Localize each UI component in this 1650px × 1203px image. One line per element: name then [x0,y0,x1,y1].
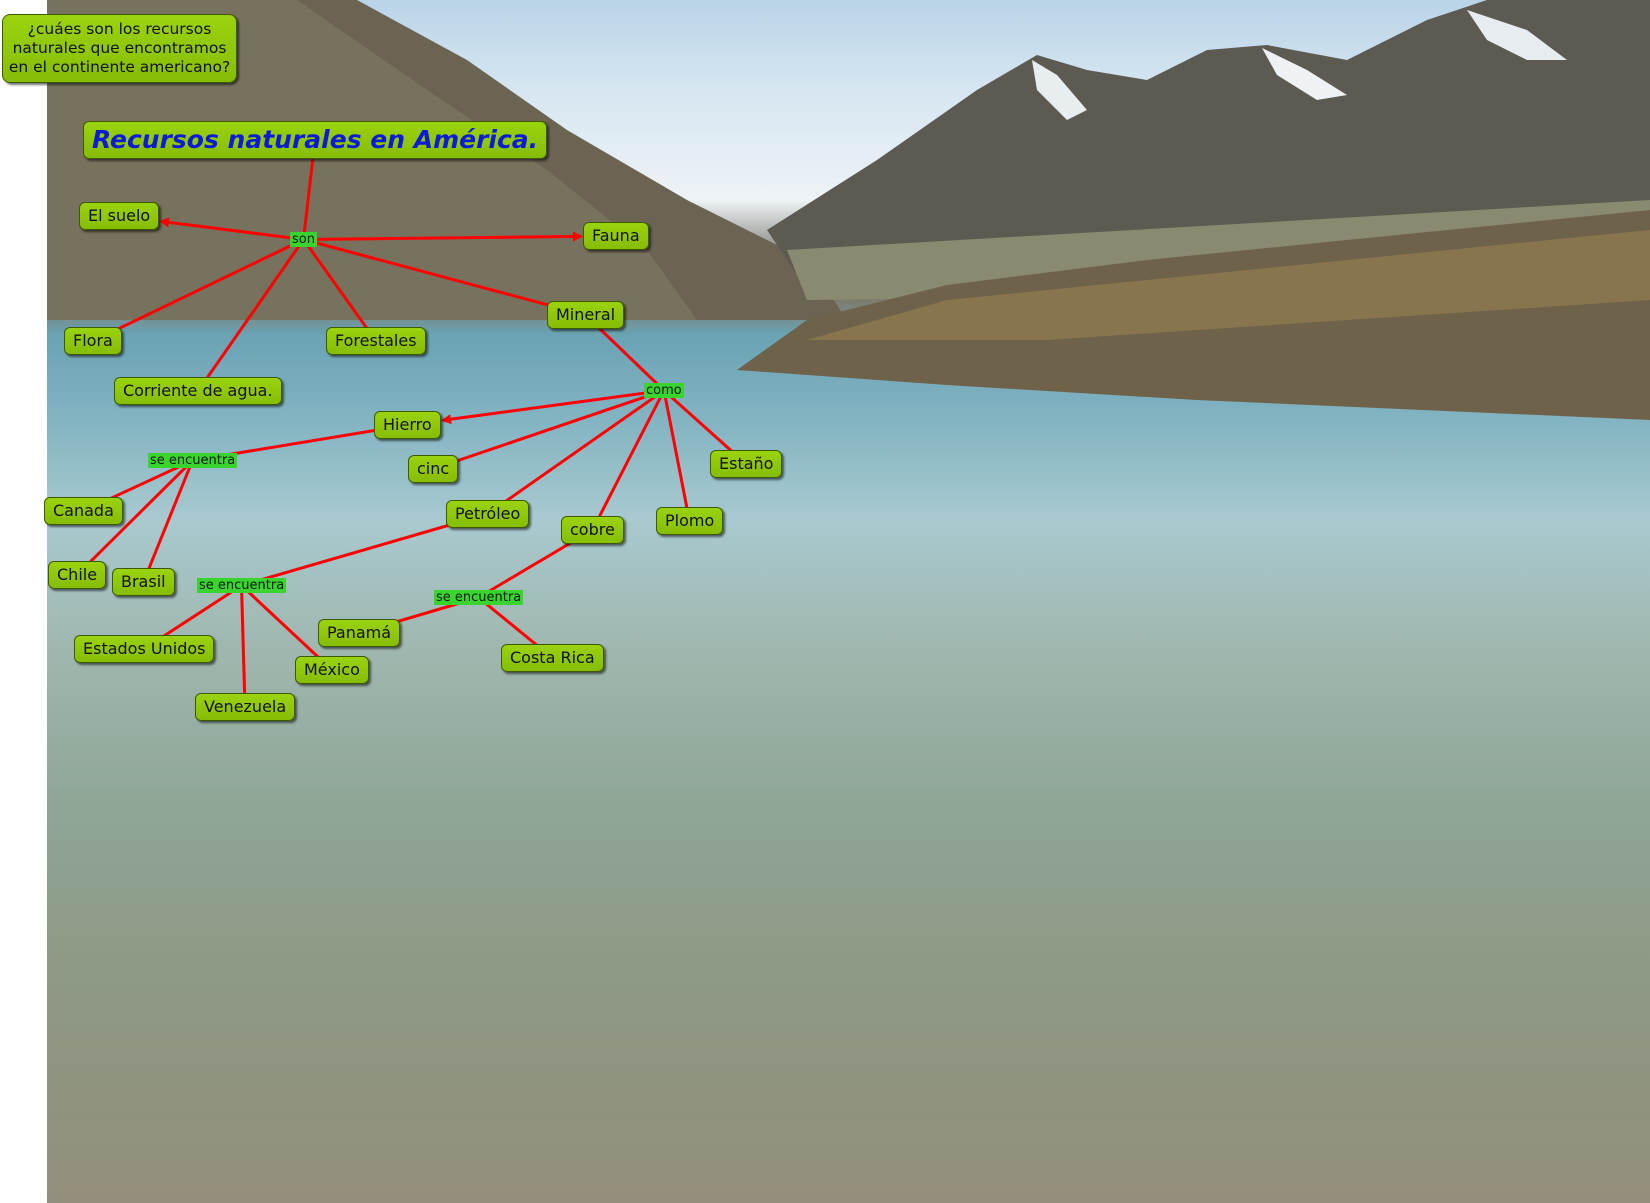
node-fauna[interactable]: Fauna [583,222,649,250]
node-estados-unidos[interactable]: Estados Unidos [74,635,215,663]
mountain-silhouette [47,0,1650,420]
connector-l-como-n-cinc [432,389,665,471]
connector-l-como-n-petroleo [486,389,665,516]
node-canada[interactable]: Canada [44,497,123,525]
lake-mountain-background [47,0,1650,1203]
link-phrase-como[interactable]: como [644,383,684,398]
node-forestales[interactable]: Forestales [326,327,426,355]
link-phrase-se-encuentra-cobre[interactable]: se encuentra [434,590,524,605]
link-phrase-se-encuentra-hierro[interactable]: se encuentra [148,453,238,468]
main-concept-text: Recursos naturales en América. [92,125,539,154]
connector-l-se1-n-chile [75,459,194,577]
main-concept-node[interactable]: Recursos naturales en América. [83,121,548,159]
connector-l-son-n-mineral [303,238,586,317]
node-plomo[interactable]: Plomo [656,507,724,535]
connector-l-se1-n-brasil [142,459,194,583]
connector-l-son-n-fauna [303,231,583,242]
connector-l-son-n-suelo [159,217,304,241]
node-mineral[interactable]: Mineral [547,301,625,329]
focus-question-text: ¿cuáes son los recursos naturales que en… [8,20,231,76]
connector-l-como-n-hierro [441,389,665,425]
connector-l-como-n-plomo [662,390,691,522]
connector-l-se2-n-venezuela [240,585,247,708]
node-el-suelo[interactable]: El suelo [79,202,160,230]
node-petroleo[interactable]: Petróleo [446,500,530,528]
link-phrase-son[interactable]: son [290,232,317,247]
connector-l-son-n-flora [92,238,305,343]
node-costa-rica[interactable]: Costa Rica [501,644,604,672]
connector-l-son-n-corriente [196,238,305,392]
node-estano[interactable]: Estaño [710,450,783,478]
node-chile[interactable]: Chile [48,561,107,589]
node-brasil[interactable]: Brasil [112,568,175,596]
node-panama[interactable]: Panamá [318,619,401,647]
connector-l-como-n-cobre [591,389,666,531]
connector-l-son-n-forestales [302,238,378,342]
node-cinc[interactable]: cinc [408,455,459,483]
node-corriente-de-agua[interactable]: Corriente de agua. [114,377,282,405]
node-hierro[interactable]: Hierro [374,411,441,439]
node-venezuela[interactable]: Venezuela [195,693,296,721]
connector-l-se2-n-mexico [240,584,334,672]
link-phrase-se-encuentra-petroleo[interactable]: se encuentra [197,578,287,593]
node-cobre[interactable]: cobre [561,516,624,544]
node-mexico[interactable]: México [295,656,369,684]
node-flora[interactable]: Flora [64,327,122,355]
focus-question-node[interactable]: ¿cuáes son los recursos naturales que en… [2,14,237,83]
